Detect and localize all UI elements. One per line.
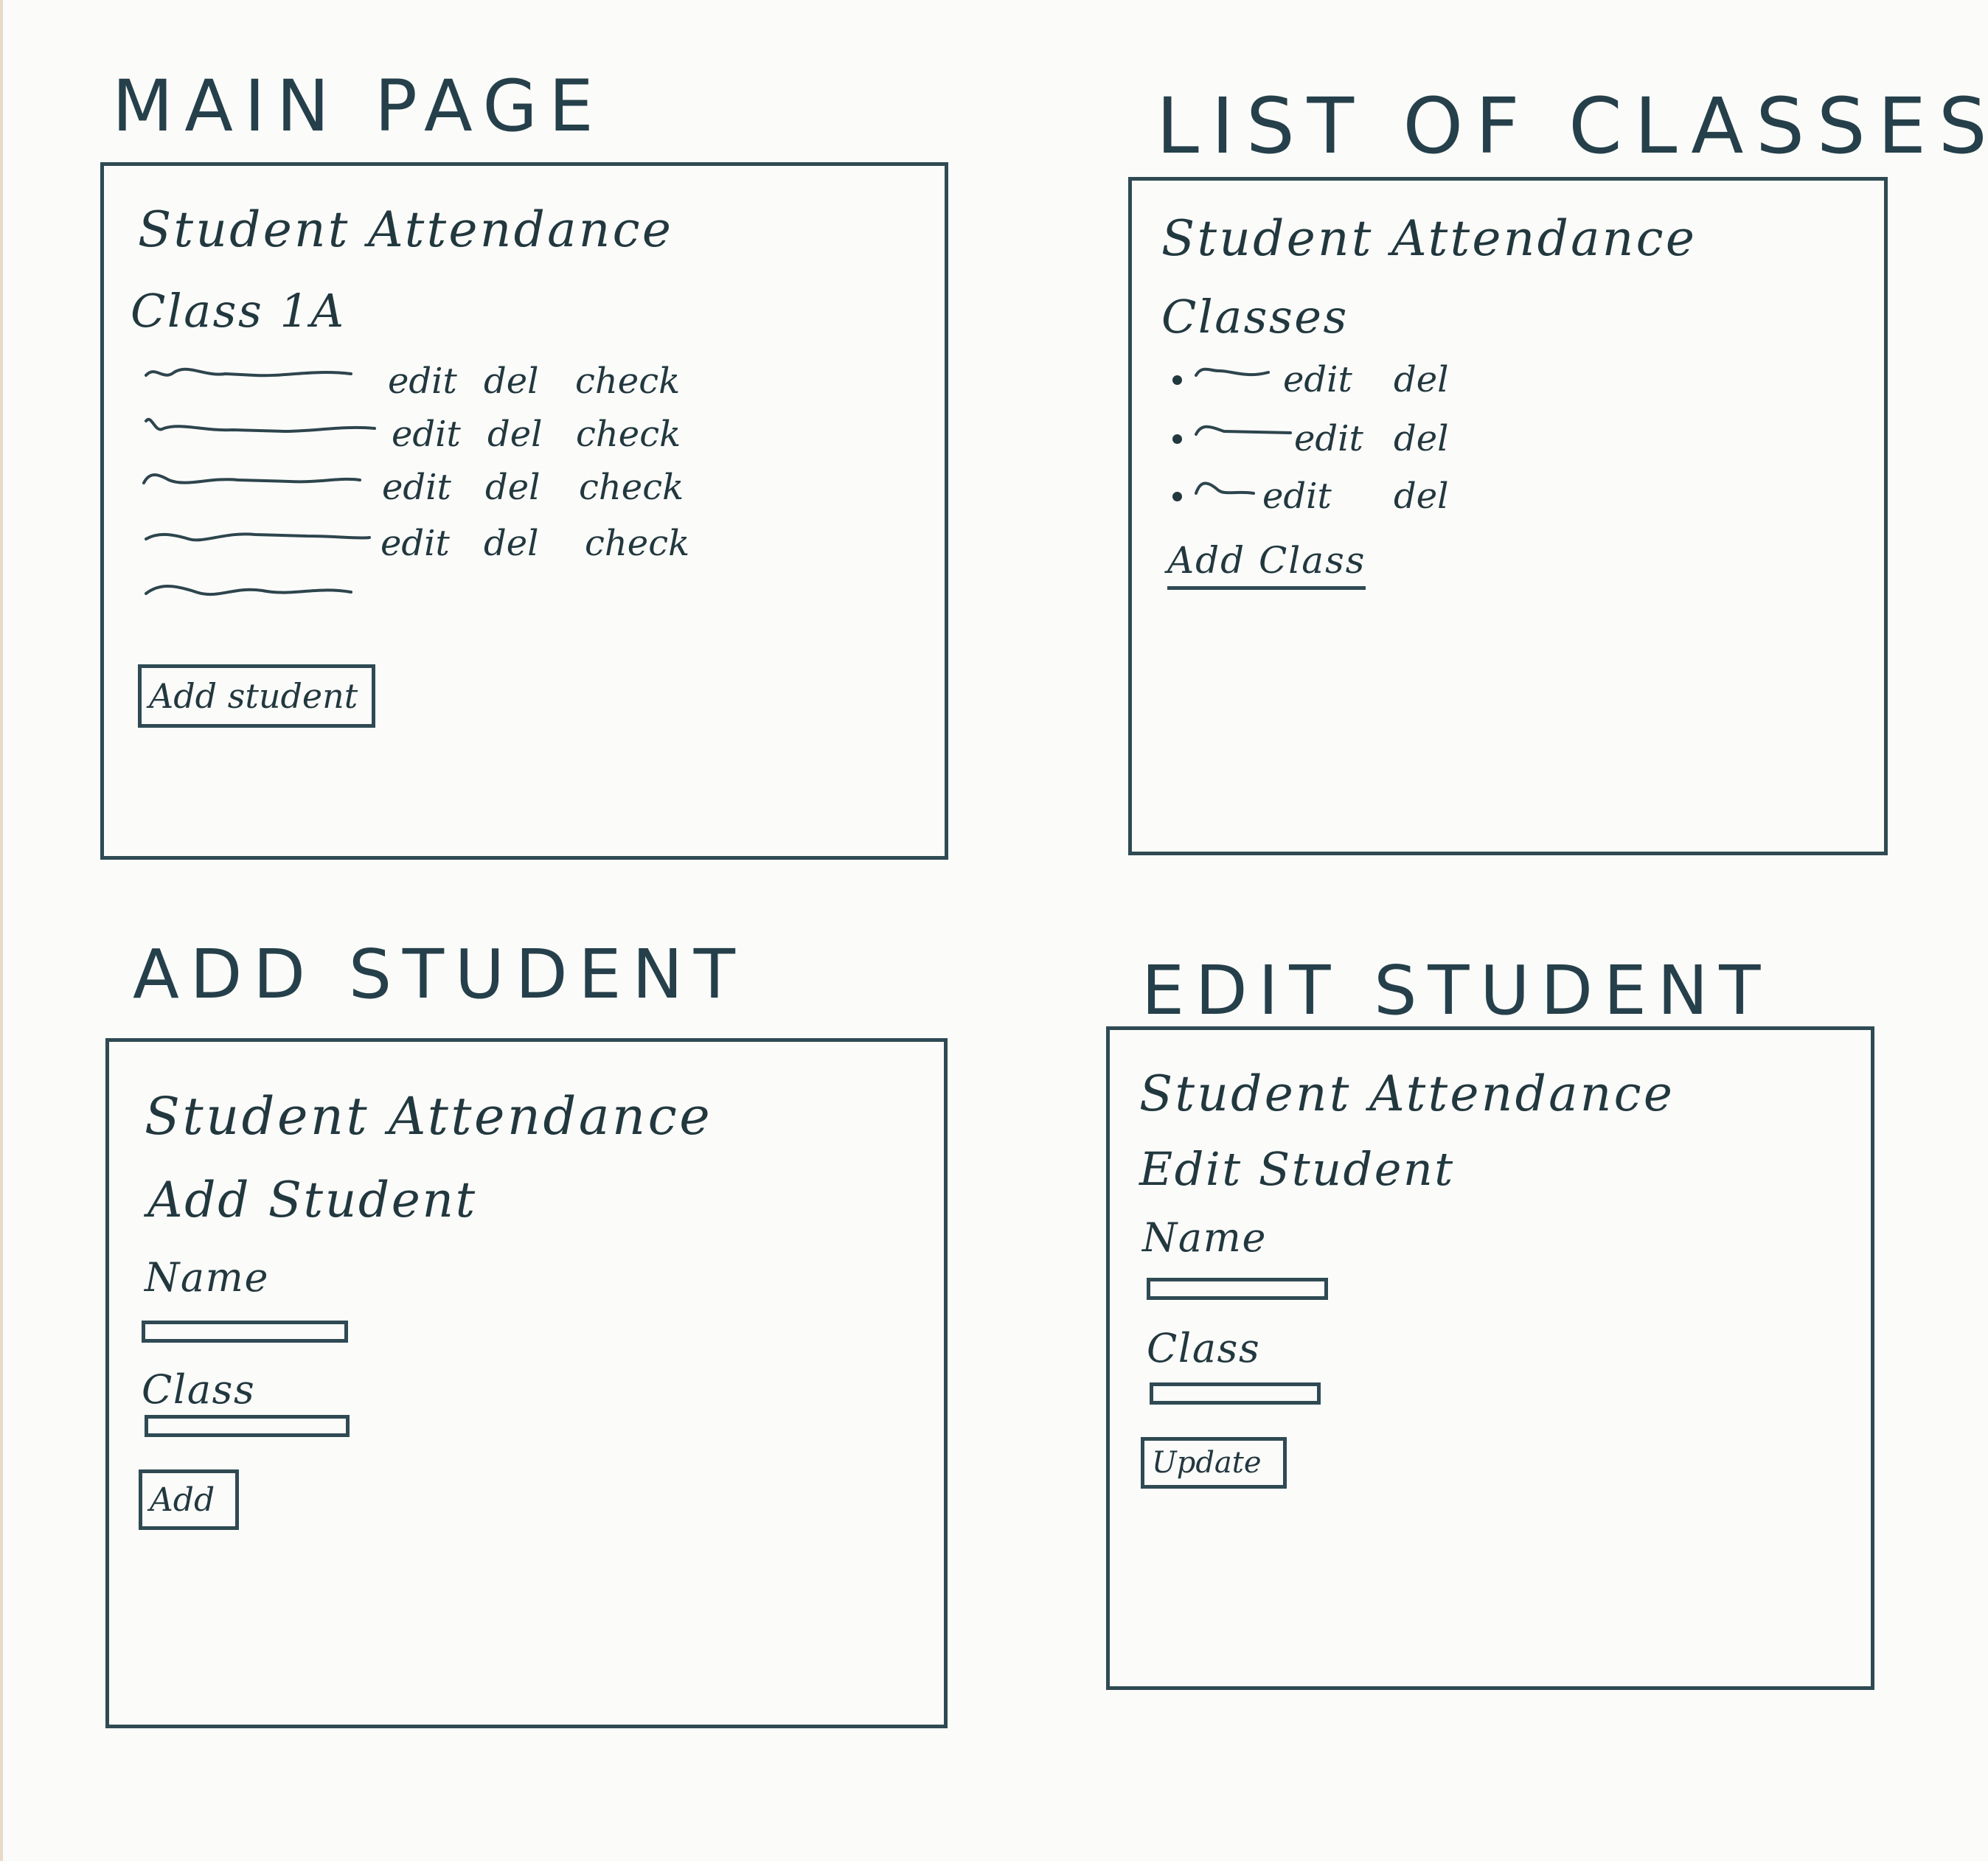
student-name-scribble — [142, 473, 361, 484]
edit-student-heading: Edit Student — [1139, 1142, 1455, 1196]
student-row: edit del check — [145, 412, 734, 464]
class-name-scribble — [1195, 367, 1270, 377]
edit-link[interactable]: edit — [392, 414, 461, 455]
class-input[interactable] — [1150, 1382, 1321, 1405]
edit-link[interactable]: edit — [1294, 418, 1363, 459]
edit-student-label: EDIT STUDENT — [1141, 951, 1772, 1030]
class-label: Class — [1147, 1325, 1261, 1371]
app-title: Student Attendance — [1161, 210, 1697, 267]
check-link[interactable]: check — [579, 467, 684, 508]
delete-link[interactable]: del — [484, 361, 539, 402]
list-of-classes-label: LIST OF CLASSES — [1156, 81, 1988, 171]
paper-edge — [0, 0, 3, 1861]
bullet-icon — [1172, 434, 1182, 444]
student-row: edit del check — [145, 359, 734, 411]
add-student-label: ADD STUDENT — [133, 935, 746, 1014]
app-title: Student Attendance — [1139, 1065, 1675, 1122]
add-student-frame: Student Attendance Add Student Name Clas… — [105, 1038, 948, 1728]
delete-link[interactable]: del — [1394, 418, 1449, 459]
class-list-item: edit del — [1172, 474, 1541, 526]
student-name-scribble — [145, 367, 352, 378]
app-title: Student Attendance — [138, 201, 674, 258]
class-label: Class — [142, 1366, 256, 1413]
name-label: Name — [1142, 1214, 1268, 1261]
main-page-label: MAIN PAGE — [112, 65, 605, 147]
app-title: Student Attendance — [145, 1086, 713, 1147]
student-row-placeholder — [145, 576, 380, 627]
delete-link[interactable]: del — [1394, 359, 1449, 400]
edit-link[interactable]: edit — [388, 361, 457, 402]
delete-link[interactable]: del — [487, 414, 543, 455]
class-list-item: edit del — [1172, 417, 1541, 468]
main-page-frame: Student Attendance Class 1A edit del che… — [100, 162, 948, 860]
delete-link[interactable]: del — [485, 467, 541, 508]
bullet-icon — [1172, 492, 1182, 501]
check-link[interactable]: check — [585, 523, 690, 564]
student-name-scribble — [145, 585, 352, 596]
student-name-scribble — [145, 532, 371, 542]
list-of-classes-frame: Student Attendance Classes edit del edit… — [1128, 177, 1888, 855]
edit-link[interactable]: edit — [1262, 476, 1332, 517]
edit-link[interactable]: edit — [1283, 359, 1352, 400]
check-link[interactable]: check — [576, 414, 681, 455]
class-heading: Class 1A — [131, 284, 346, 338]
student-name-scribble — [145, 417, 376, 433]
add-button[interactable]: Add — [139, 1469, 239, 1530]
name-input[interactable] — [142, 1321, 348, 1343]
add-student-button[interactable]: Add student — [138, 664, 375, 728]
edit-link[interactable]: edit — [382, 467, 451, 508]
check-link[interactable]: check — [575, 361, 681, 402]
name-label: Name — [145, 1254, 270, 1301]
edit-student-frame: Student Attendance Edit Student Name Cla… — [1106, 1026, 1874, 1690]
student-row: edit del check — [145, 521, 734, 573]
delete-link[interactable]: del — [1394, 476, 1449, 517]
class-name-scribble — [1195, 425, 1292, 436]
delete-link[interactable]: del — [484, 523, 539, 564]
class-name-scribble — [1195, 481, 1255, 495]
add-student-heading: Add Student — [147, 1172, 477, 1228]
classes-heading: Classes — [1161, 290, 1349, 344]
bullet-icon — [1172, 375, 1182, 385]
student-row: edit del check — [142, 465, 732, 517]
class-list-item: edit del — [1172, 358, 1541, 409]
name-input[interactable] — [1147, 1278, 1328, 1300]
update-button[interactable]: Update — [1141, 1437, 1287, 1489]
add-class-link[interactable]: Add Class — [1167, 539, 1366, 590]
class-input[interactable] — [145, 1415, 350, 1437]
edit-link[interactable]: edit — [380, 523, 450, 564]
